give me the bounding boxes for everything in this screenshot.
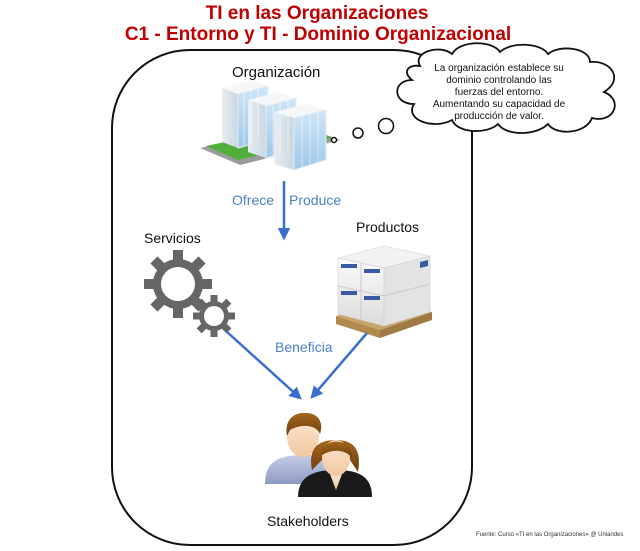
thought-dot-small	[330, 136, 338, 144]
organization-boundary	[111, 49, 473, 546]
products-benefit-arrow	[310, 332, 368, 399]
thought-cloud	[396, 42, 616, 134]
title-line-2: C1 - Entorno y TI - Dominio Organizacion…	[124, 24, 512, 45]
boxes-on-pallet-icon	[336, 245, 432, 338]
produces-label: Produce	[289, 192, 342, 208]
people-icon	[265, 412, 372, 497]
benefits-label: Beneficia	[275, 339, 333, 355]
cloud-line: producción de valor.	[454, 111, 544, 122]
offers-label: Ofrece	[232, 192, 275, 208]
thought-cloud-text: La organización establece su dominio con…	[410, 63, 588, 123]
services-label: Servicios	[144, 230, 201, 246]
cloud-line: dominio controlando las	[446, 75, 552, 86]
thought-dot-medium	[352, 127, 364, 139]
stakeholders-label: Stakeholders	[267, 513, 349, 529]
cloud-line: fuerzas del entorno.	[454, 87, 544, 98]
title-line-1: TI en las Organizaciones	[205, 3, 429, 24]
office-buildings-icon	[200, 80, 340, 171]
services-benefit-arrow	[225, 330, 302, 400]
source-note: Fuente: Curso «TI en las Organizaciones»…	[476, 532, 624, 538]
thought-dot-large	[377, 117, 395, 135]
products-label: Productos	[356, 219, 420, 235]
organization-label: Organización	[232, 64, 321, 81]
gears-icon	[144, 250, 235, 337]
cloud-line: La organización establece su	[434, 63, 564, 74]
cloud-line: Aumentando su capacidad de	[432, 99, 566, 110]
